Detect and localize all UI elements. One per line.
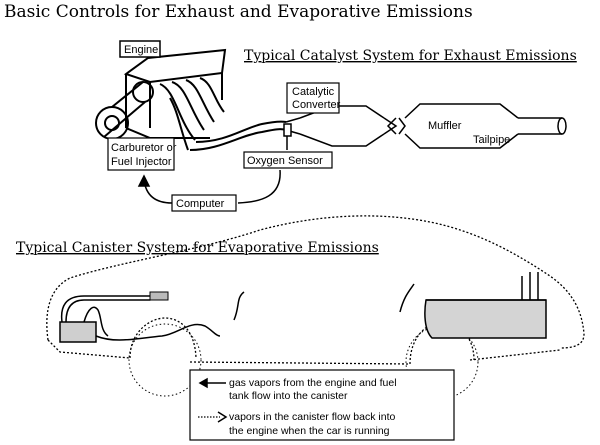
computer-label: Computer	[176, 198, 225, 210]
legend-item1-line1: gas vapors from the engine and fuel	[229, 377, 397, 389]
computer-label-box	[171, 194, 237, 212]
oxygen-sensor-label-box	[243, 151, 333, 169]
carburetor-label-1: Carburetor or	[111, 142, 177, 154]
catalytic-converter-label-2: Converter	[292, 99, 341, 111]
carburetor-label-box	[107, 137, 175, 171]
legend: gas vapors from the engine and fuel tank…	[189, 369, 455, 441]
computer-feedback-loop	[137, 169, 281, 204]
oxygen-sensor-icon	[283, 123, 292, 150]
canister-system	[59, 272, 547, 343]
oxygen-sensor-label: Oxygen Sensor	[247, 155, 323, 167]
exhaust-system	[285, 103, 567, 149]
carburetor-label-2: Fuel Injector	[111, 156, 172, 168]
canister-heading: Typical Canister System for Evaporative …	[16, 240, 379, 256]
page-title: Basic Controls for Exhaust and Evaporati…	[4, 2, 473, 22]
tailpipe-label: Tailpipe	[473, 134, 510, 146]
legend-box	[189, 369, 455, 441]
catalytic-converter-label-box	[286, 82, 340, 114]
engine-label-box	[119, 40, 161, 58]
engine-illustration	[95, 48, 287, 151]
catalyst-heading: Typical Catalyst System for Exhaust Emis…	[244, 48, 577, 64]
legend-item1-line2: tank flow into the canister	[229, 390, 348, 402]
solid-flow-arrow-icon	[198, 377, 226, 389]
catalytic-converter-label-1: Catalytic	[292, 86, 335, 98]
legend-item2-line2: the engine when the car is running	[229, 425, 390, 437]
dotted-flow-arrow-icon	[198, 411, 228, 423]
engine-label: Engine	[124, 44, 158, 56]
legend-item2-line1: vapors in the canister flow back into	[229, 411, 395, 423]
car-outline	[46, 215, 585, 365]
muffler-label: Muffler	[428, 120, 462, 132]
